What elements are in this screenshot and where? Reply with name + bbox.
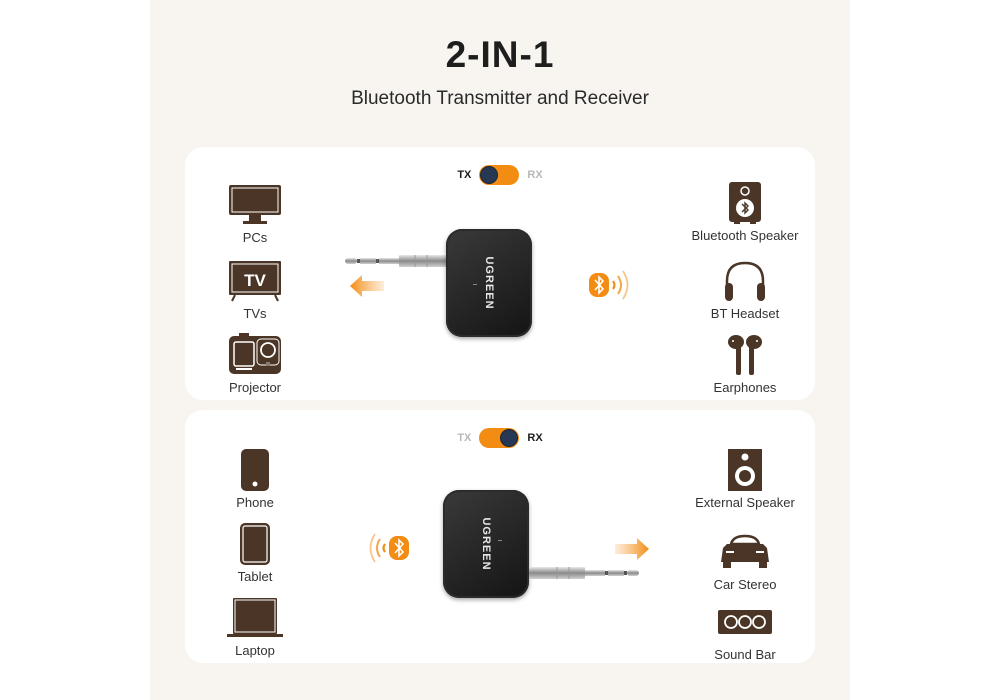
source-pcs: PCs (195, 183, 315, 245)
source-projector: Projector (195, 333, 315, 395)
headset-icon (725, 261, 765, 301)
product-canvas: 2-IN-1 Bluetooth Transmitter and Receive… (150, 0, 850, 700)
laptop-icon (227, 598, 283, 637)
switch-knob (480, 166, 499, 184)
projector-icon (229, 333, 281, 374)
mode-switch[interactable] (479, 165, 520, 185)
monitor-icon (229, 185, 281, 224)
target-car-stereo: Car Stereo (685, 530, 805, 592)
svg-text:TV: TV (244, 271, 266, 290)
target-external-speaker: External Speaker (685, 448, 805, 510)
arrow-right-icon (615, 538, 649, 560)
source-phone: Phone (195, 448, 315, 510)
status-led (498, 540, 502, 541)
audio-jack (345, 255, 455, 267)
target-bluetooth-speaker: Bluetooth Speaker (685, 181, 805, 243)
bluetooth-signal-icon (589, 270, 629, 300)
tx-label: TX (457, 169, 472, 181)
mode-switch[interactable] (479, 428, 520, 448)
receiver-panel: TX RX Phone Tablet Laptop (185, 410, 815, 663)
switch-knob (500, 429, 519, 447)
page-subtitle: Bluetooth Transmitter and Receiver (351, 88, 649, 109)
transmitter-panel: TX RX PCs TV TVs (185, 147, 815, 400)
arrow-left-icon (350, 275, 384, 297)
target-earphones: Earphones (685, 333, 805, 395)
mode-toggle-tx[interactable]: TX RX (185, 165, 815, 185)
bluetooth-signal-icon (369, 533, 409, 563)
ugreen-device: UGREEN (443, 490, 529, 598)
status-led (473, 284, 477, 285)
target-bt-headset: BT Headset (685, 259, 805, 321)
target-sound-bar: Sound Bar (685, 600, 805, 662)
source-laptop: Laptop (195, 596, 315, 658)
rx-label: RX (527, 169, 543, 181)
earphones-icon (728, 335, 762, 375)
source-tablet: Tablet (195, 522, 315, 584)
soundbar-icon (718, 610, 772, 634)
car-icon (721, 534, 769, 568)
tx-label: TX (457, 432, 472, 444)
audio-jack (529, 567, 639, 579)
bluetooth-speaker-icon (729, 182, 761, 224)
tv-icon: TV (229, 261, 281, 302)
phone-icon (241, 449, 269, 491)
mode-toggle-rx[interactable]: TX RX (185, 428, 815, 448)
source-tvs: TV TVs (195, 259, 315, 321)
page-title: 2-IN-1 (445, 34, 555, 75)
tablet-icon (240, 523, 270, 565)
speaker-icon (728, 449, 762, 491)
rx-label: RX (527, 432, 543, 444)
ugreen-device: UGREEN (446, 229, 532, 337)
